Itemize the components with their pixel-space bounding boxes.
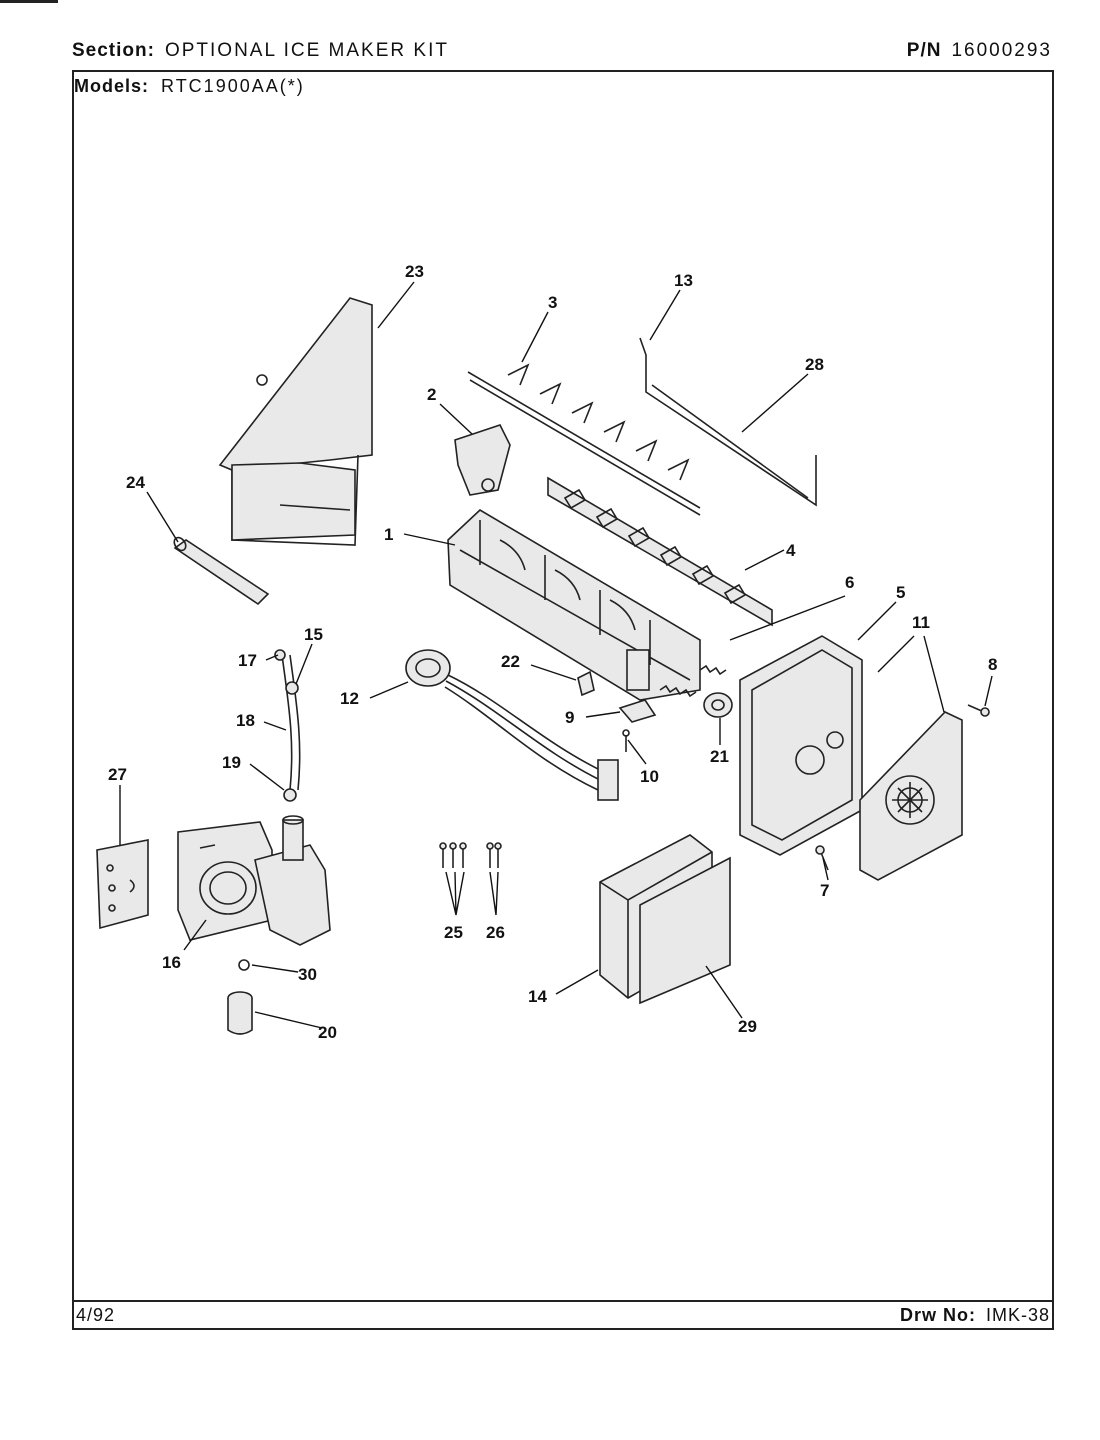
part-9-plate <box>618 699 657 723</box>
part-4-stripper <box>547 476 773 627</box>
models-line: Models: RTC1900AA(*) <box>74 76 305 97</box>
models-value: RTC1900AA(*) <box>161 76 305 96</box>
leader-lines <box>119 281 993 1029</box>
callout-18: 18 <box>236 711 255 730</box>
callout-1: 1 <box>384 525 393 544</box>
callout-19: 19 <box>222 753 241 772</box>
footer-divider <box>72 1300 1054 1302</box>
part-24-fill-tube <box>173 536 270 606</box>
section-label: Section: <box>72 40 155 61</box>
part-5-module-housing <box>739 635 863 856</box>
callout-4: 4 <box>786 541 796 560</box>
part-23-cover <box>218 297 373 546</box>
callout-3: 3 <box>548 293 557 312</box>
part-18-water-tube <box>274 649 301 802</box>
callout-12: 12 <box>340 689 359 708</box>
pn-label: P/N <box>906 40 942 61</box>
callout-13: 13 <box>674 271 693 290</box>
callout-10: 10 <box>640 767 659 786</box>
part-16-water-valve <box>177 815 331 946</box>
part-20-fitting <box>227 991 253 1035</box>
callout-26: 26 <box>486 923 505 942</box>
callout-labels: 23 3 13 28 2 24 1 4 6 5 11 8 22 12 9 10 … <box>108 262 997 1042</box>
callout-21: 21 <box>710 747 729 766</box>
callout-15: 15 <box>304 625 323 644</box>
callout-29: 29 <box>738 1017 757 1036</box>
part-22-clip <box>577 670 595 697</box>
callout-25: 25 <box>444 923 463 942</box>
part-11-motor-plate <box>859 711 963 881</box>
drawing-number: Drw No: IMK-38 <box>900 1305 1050 1326</box>
part-27-mounting-plate <box>96 839 149 930</box>
diagram-frame <box>72 70 1054 1330</box>
part-12-wire-harness <box>405 649 619 801</box>
part-2-bracket <box>454 424 511 496</box>
pn-value: 16000293 <box>951 40 1052 61</box>
callout-27: 27 <box>108 765 127 784</box>
callout-22: 22 <box>501 652 520 671</box>
callout-24: 24 <box>126 473 145 492</box>
part-30-washer <box>238 959 250 971</box>
callout-8: 8 <box>988 655 997 674</box>
callout-7: 7 <box>820 881 829 900</box>
part-29-cover-panel <box>639 856 731 1005</box>
callout-17: 17 <box>238 651 257 670</box>
drawing-number-value: IMK-38 <box>985 1305 1050 1325</box>
callout-11: 11 <box>912 613 930 632</box>
part-number-header: P/N 16000293 <box>907 40 1052 62</box>
callout-16: 16 <box>162 953 181 972</box>
part-1-mold <box>447 509 701 701</box>
part-25-screws <box>439 842 467 868</box>
callout-2: 2 <box>427 385 436 404</box>
section-title: OPTIONAL ICE MAKER KIT <box>164 40 449 61</box>
drawing-date: 4/92 <box>76 1305 116 1325</box>
section-header: Section: OPTIONAL ICE MAKER KIT <box>72 40 449 62</box>
callout-30: 30 <box>298 965 317 984</box>
drawing-number-label: Drw No: <box>899 1305 976 1325</box>
top-registration-mark <box>0 0 58 3</box>
part-21-thermostat <box>703 692 733 718</box>
callout-6: 6 <box>845 573 854 592</box>
callout-9: 9 <box>565 708 574 727</box>
part-8-screw <box>967 704 990 717</box>
models-label: Models: <box>74 76 150 96</box>
part-7-screw <box>815 845 829 871</box>
part-10-screw <box>622 729 630 752</box>
callout-14: 14 <box>528 987 547 1006</box>
part-26-screws <box>486 842 502 868</box>
part-3-ejector <box>467 363 701 516</box>
part-13-shutoff-arm <box>639 337 817 507</box>
callout-23: 23 <box>405 262 424 281</box>
callout-20: 20 <box>318 1023 337 1042</box>
callout-5: 5 <box>896 583 905 602</box>
part-6-spring <box>659 664 727 698</box>
callout-28: 28 <box>805 355 824 374</box>
